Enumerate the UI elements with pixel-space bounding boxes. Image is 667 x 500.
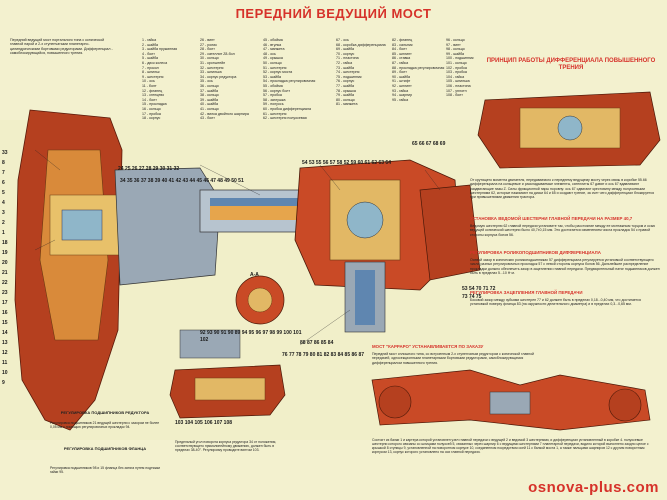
callouts-bottom-row: 76 77 78 79 80 81 82 83 84 85 86 87 [282, 352, 365, 358]
legend-column-6: 96 - кольцо 97 - винт 98 - кольцо 99 - ш… [446, 38, 474, 98]
knuckle-housing [114, 167, 221, 286]
callouts-right-column: 53 54 70 71 72 73 74 75 [462, 286, 496, 300]
drive-pinion [355, 270, 375, 325]
callouts-bottom-row-2: 88 87 86 85 84 [300, 340, 334, 346]
ring-gear [346, 201, 384, 239]
adjust-diff-heading: РЕГУЛИРОВКА РОЛИКОПОДШИПНИКОВ ДИФФЕРЕНЦИ… [470, 250, 601, 255]
callouts-lower-mid: 92 93 90 91 90 89 94 95 96 97 98 99 100 … [200, 330, 302, 343]
section-aa-label: А-А [250, 272, 259, 278]
bearing-reducer-text: Регулировка подшипников 21 ведущей шесте… [50, 421, 160, 430]
adjust-main-heading: РЕГУЛИРОВКА ЗАЦЕПЛЕНИЯ ГЛАВНОЙ ПЕРЕДАЧИ [470, 290, 583, 295]
flange-text: Регулировка подшипников 98 и 15 фланца б… [50, 466, 160, 475]
carraro-text: Передний мост сплошного типа, со встроен… [372, 352, 534, 365]
adjust-main-text: Боковой зазор между зубьями шестерен 77 … [470, 298, 641, 307]
callouts-lower-left: 103 104 105 106 107 108 [175, 420, 232, 426]
flange-heading: РЕГУЛИРОВКА ПОДШИПНИКОВ ФЛАНЦА [63, 446, 147, 451]
adjust-diff-text: Осевой зазор в конических роликоподшипни… [470, 258, 660, 275]
carraro-heading: МОСТ "КАРРАРО" УСТАНАВЛИВАЕТСЯ ПО ЗАКАЗУ [372, 344, 484, 349]
adjust-gear-heading: УСТАНОВКА ВЕДОМОЙ ШЕСТЕРНИ ГЛАВНОЙ ПЕРЕД… [470, 216, 633, 221]
callouts-mid-row-2: 34 35 36 37 38 39 40 41 42 43 44 45 46 4… [120, 178, 244, 184]
callouts-top-right: 65 66 67 68 69 [412, 141, 446, 147]
bearing-detail [179, 329, 241, 359]
callouts-top-row: 54 53 55 56 57 58 52 59 60 61 62 63 64 [302, 160, 391, 166]
right-housing-end [419, 184, 481, 281]
reducer-bearing [61, 209, 103, 241]
knuckle-angle-text: Предельный угол поворота корпуса редукто… [175, 440, 277, 453]
diff-principle-heading: ПРИНЦИП РАБОТЫ ДИФФЕРЕНЦИАЛА ПОВЫШЕННОГО… [486, 58, 656, 71]
callouts-left-column: 33 8 7 6 5 4 3 2 1 18 19 20 21 22 23 17 … [2, 150, 8, 386]
bearing-reducer-heading: РЕГУЛИРОВКА ПОДШИПНИКОВ РЕДУКТОРА [60, 410, 150, 415]
watermark: osnova-plus.com [528, 479, 659, 496]
carraro-description-text: Состоит из балки 1 и картера которой уст… [372, 438, 649, 455]
legend-column-5: 82 - фланец 83 - сальник 84 - болт 85 - … [392, 38, 445, 102]
legend-column-4: 67 - ось 68 - коробка дифференциала 69 -… [336, 38, 386, 107]
diff-principle-text: От крутящего момента двигателя, передава… [470, 178, 655, 200]
adjust-gear-text: Ведомую шестерню 62 главной передачи уст… [470, 224, 656, 237]
callouts-mid-row: 24 25 26 27 28 29 30 31 32 [118, 166, 180, 172]
reducer-gears [49, 194, 121, 256]
intro-text: Передний ведущий мост портального типа с… [10, 38, 113, 56]
page-title: ПЕРЕДНИЙ ВЕДУЩИЙ МОСТ [235, 6, 432, 21]
